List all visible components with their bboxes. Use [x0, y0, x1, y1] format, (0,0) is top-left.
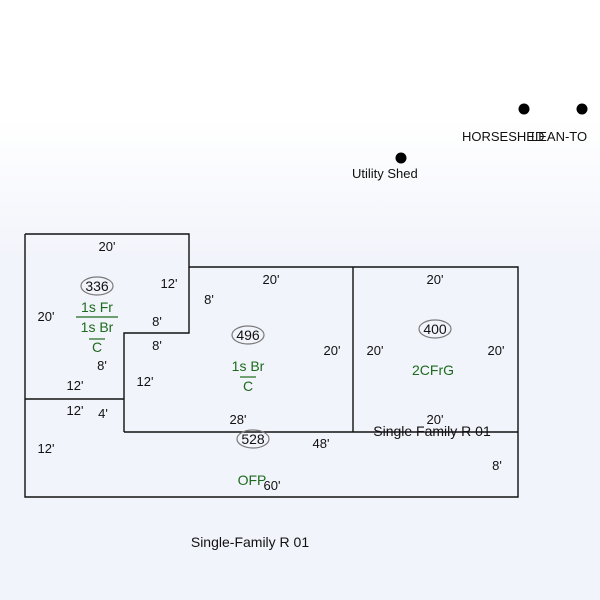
dimension-label: 12'	[161, 276, 178, 291]
area-496-code1: 1s Br	[232, 358, 265, 374]
leanto-label: LEAN-TO	[531, 129, 587, 144]
dimension-label: 12'	[38, 441, 55, 456]
area-400-oval	[418, 319, 452, 339]
dimension-label: 20'	[427, 272, 444, 287]
dimension-label: 20'	[38, 309, 55, 324]
dimension-label: 20'	[99, 239, 116, 254]
marker-leanto: LEAN-TO	[531, 103, 588, 144]
wall-left-notch	[123, 267, 190, 432]
dimension-label: 20'	[263, 272, 280, 287]
dimension-label: 20'	[488, 343, 505, 358]
dimension-label: 12'	[67, 403, 84, 418]
dimension-label: 8'	[152, 314, 162, 329]
dimension-label: 60'	[264, 478, 281, 493]
footer-building-label: Single-Family R 01	[191, 534, 309, 550]
area-496-value: 496	[236, 327, 260, 343]
dimension-label: 12'	[67, 378, 84, 393]
area-496: 496 1s Br C	[231, 325, 265, 394]
area-528-code1: OFP	[238, 472, 267, 488]
area-400-value: 400	[423, 321, 447, 337]
marker-horseshed: HORSESHED	[462, 103, 544, 144]
dimension-label: 28'	[230, 412, 247, 427]
area-336-code1: 1s Fr	[81, 299, 113, 315]
area-336-code2: 1s Br	[81, 319, 114, 335]
dimension-label: 4'	[98, 406, 108, 421]
floor-plan-walls	[24, 233, 519, 498]
dimension-label: 12'	[137, 374, 154, 389]
area-336-oval	[80, 276, 114, 296]
area-336-code3: C	[92, 339, 102, 355]
dimension-label: 48'	[313, 436, 330, 451]
area-336-value: 336	[85, 278, 109, 294]
area-528: 528 OFP	[236, 429, 270, 488]
horseshed-point-icon	[518, 103, 530, 115]
utility-shed-point-icon	[395, 152, 407, 164]
dimension-label: 20'	[427, 412, 444, 427]
dimension-label: 8'	[492, 458, 502, 473]
area-528-value: 528	[241, 431, 265, 447]
horseshed-label: HORSESHED	[462, 129, 544, 144]
area-496-oval	[231, 325, 265, 345]
utility-shed-label: Utility Shed	[352, 166, 418, 181]
dimension-label: 20'	[367, 343, 384, 358]
leanto-point-icon	[576, 103, 588, 115]
dimension-label: 8'	[152, 338, 162, 353]
area-400-code1: 2CFrG	[412, 362, 454, 378]
area-528-oval	[236, 429, 270, 449]
dimension-labels: 20' 12' 8' 20' 8' 8' 8' 12' 12' 4' 12' 2…	[38, 239, 505, 493]
outline-main	[24, 233, 519, 498]
area-400: 400 2CFrG	[412, 319, 454, 378]
dimension-label: 8'	[97, 358, 107, 373]
area-496-code2: C	[243, 378, 253, 394]
inner-building-label: Single Family R 01	[373, 423, 491, 439]
area-336: 336 1s Fr 1s Br C	[76, 276, 118, 355]
marker-utility-shed: Utility Shed	[352, 152, 418, 181]
dimension-label: 20'	[324, 343, 341, 358]
dimension-label: 8'	[204, 292, 214, 307]
